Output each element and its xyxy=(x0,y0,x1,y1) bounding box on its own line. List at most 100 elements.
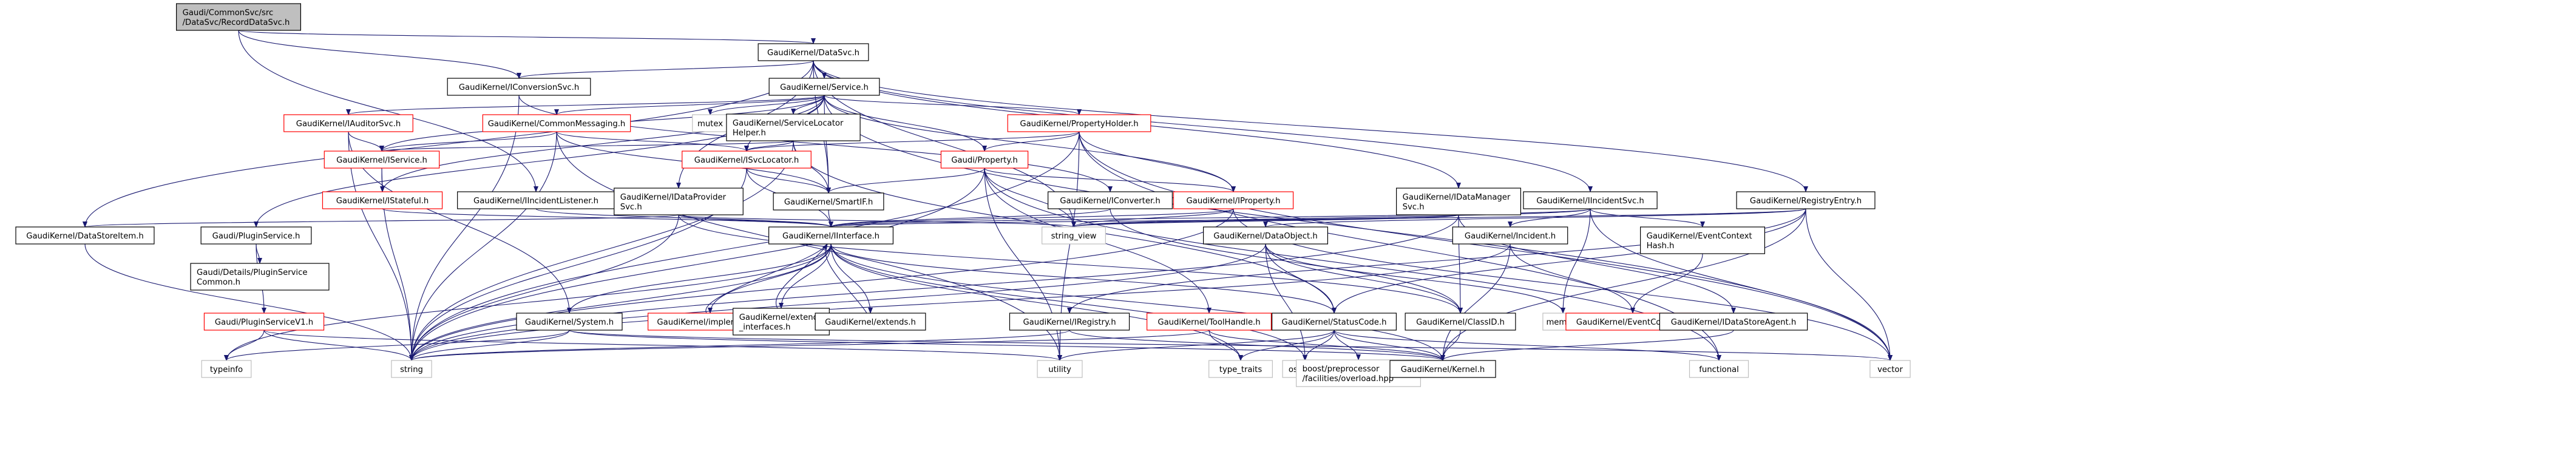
node-label-boostpp: /facilities/overload.hpp xyxy=(1303,374,1394,384)
node-toolhandle[interactable]: GaudiKernel/ToolHandle.h xyxy=(1146,313,1272,331)
edge-root-to-datasvc xyxy=(238,30,816,44)
node-label-dataobject: GaudiKernel/DataObject.h xyxy=(1213,232,1318,241)
edge-pluginservicev1-to-utility xyxy=(263,330,1062,361)
node-label-iconversionsvc: GaudiKernel/IConversionSvc.h xyxy=(459,83,579,92)
edge-statuscode-to-type_traits xyxy=(1238,330,1335,361)
node-label-registryentry: GaudiKernel/RegistryEntry.h xyxy=(1750,197,1862,206)
node-iproperty[interactable]: GaudiKernel/IProperty.h xyxy=(1173,191,1294,209)
node-datasvc[interactable]: GaudiKernel/DataSvc.h xyxy=(758,43,869,61)
node-label-iauditorsvc: GaudiKernel/IAuditorSvc.h xyxy=(296,120,401,129)
node-istateful[interactable]: GaudiKernel/IStateful.h xyxy=(322,191,443,209)
edge-statuscode-to-functional xyxy=(1334,330,1721,361)
edge-root-to-iconversionsvc xyxy=(238,30,521,79)
edge-extends-to-iinterface xyxy=(822,243,867,314)
edge-gaudiproperty-to-string xyxy=(409,167,985,361)
node-service[interactable]: GaudiKernel/Service.h xyxy=(768,78,880,96)
node-box-detailspluginservicecommon xyxy=(190,263,330,291)
node-root[interactable]: Gaudi/CommonSvc/src/DataSvc/RecordDataSv… xyxy=(176,3,302,31)
node-label-pluginservice: Gaudi/PluginService.h xyxy=(212,232,300,241)
edge-propertyholder-to-isvclocator xyxy=(744,131,1080,152)
edge-iinterface-to-type_traits xyxy=(830,243,1243,361)
node-pluginservicev1[interactable]: Gaudi/PluginServiceV1.h xyxy=(203,313,325,331)
node-isvclocator[interactable]: GaudiKernel/ISvcLocator.h xyxy=(682,151,812,169)
node-functional[interactable]: functional xyxy=(1689,360,1749,378)
node-dataobject[interactable]: GaudiKernel/DataObject.h xyxy=(1202,226,1328,245)
node-box-pluginservicev1 xyxy=(203,313,325,331)
edge-idatamanagersvc-to-iinterface xyxy=(829,214,1459,228)
node-incident[interactable]: GaudiKernel/Incident.h xyxy=(1452,226,1568,245)
edge-iincidentsvc-to-vector xyxy=(1590,208,1893,361)
edge-classid-to-kernel xyxy=(1440,330,1461,361)
node-icommonmessaging[interactable]: GaudiKernel/CommonMessaging.h xyxy=(482,114,631,132)
node-mutex[interactable]: mutex xyxy=(692,114,728,132)
node-label-functional: functional xyxy=(1699,365,1739,374)
edge-iproperty-to-string_view xyxy=(1071,208,1234,228)
node-iauditorsvc[interactable]: GaudiKernel/IAuditorSvc.h xyxy=(283,114,413,132)
node-propertyholder[interactable]: GaudiKernel/PropertyHolder.h xyxy=(1007,114,1151,132)
node-type_traits[interactable]: type_traits xyxy=(1208,360,1273,378)
node-pluginservice[interactable]: Gaudi/PluginService.h xyxy=(200,226,312,245)
edge-datastoreitem-to-string xyxy=(84,243,414,361)
edge-service-to-iproperty xyxy=(824,95,1236,192)
node-utility[interactable]: utility xyxy=(1037,360,1083,378)
node-box-string_view xyxy=(1042,226,1106,245)
node-box-iincidentlistener xyxy=(457,191,615,209)
edge-service-to-icommonmessaging xyxy=(554,95,825,115)
edge-dataobject-to-statuscode xyxy=(1265,243,1337,314)
node-iservice[interactable]: GaudiKernel/IService.h xyxy=(324,151,440,169)
edge-idataprovidersvc-to-string xyxy=(409,214,679,361)
edge-icommonmessaging-to-isvclocator xyxy=(556,131,749,152)
edge-datasvc-to-iincidentsvc xyxy=(813,60,1593,192)
node-iincidentsvc[interactable]: GaudiKernel/IIncidentSvc.h xyxy=(1523,191,1658,209)
node-iinterface[interactable]: GaudiKernel/IInterface.h xyxy=(768,226,893,245)
node-label-iregistry: GaudiKernel/IRegistry.h xyxy=(1023,318,1116,327)
edge-propertyholder-to-iproperty xyxy=(1079,131,1236,192)
node-label-pluginservicev1: Gaudi/PluginServiceV1.h xyxy=(215,318,313,327)
node-iregistry[interactable]: GaudiKernel/IRegistry.h xyxy=(1009,313,1130,331)
node-extend_interfaces[interactable]: GaudiKernel/extend_interfaces.h xyxy=(733,308,830,336)
node-string[interactable]: string xyxy=(391,360,432,378)
node-label-propertyholder: GaudiKernel/PropertyHolder.h xyxy=(1020,120,1138,129)
node-box-smartif xyxy=(773,192,884,211)
node-statuscode[interactable]: GaudiKernel/StatusCode.h xyxy=(1272,313,1397,331)
edge-iconverter-to-iinterface xyxy=(829,208,1111,228)
node-classid[interactable]: GaudiKernel/ClassID.h xyxy=(1405,313,1516,331)
node-typeinfo[interactable]: typeinfo xyxy=(201,360,252,378)
node-smartif[interactable]: GaudiKernel/SmartIF.h xyxy=(773,192,884,211)
node-box-dataobject xyxy=(1202,226,1328,245)
node-box-iservice xyxy=(324,151,440,169)
edge-iinterface-to-system xyxy=(567,243,832,314)
edge-iinterface-to-typeinfo xyxy=(224,243,832,361)
node-box-classid xyxy=(1405,313,1516,331)
edge-iproperty-to-iinterface xyxy=(829,208,1234,228)
node-box-registryentry xyxy=(1736,191,1876,209)
node-idatastoreagent[interactable]: GaudiKernel/IDataStoreAgent.h xyxy=(1659,313,1808,331)
node-datastoreitem[interactable]: GaudiKernel/DataStoreItem.h xyxy=(15,226,155,245)
node-iconversionsvc[interactable]: GaudiKernel/IConversionSvc.h xyxy=(447,78,591,96)
node-box-iauditorsvc xyxy=(283,114,413,132)
node-box-servicelocatorhelper xyxy=(726,113,861,141)
node-iconverter[interactable]: GaudiKernel/IConverter.h xyxy=(1047,191,1173,209)
edge-dataobject-to-memory xyxy=(1265,243,1565,314)
node-label-mutex: mutex xyxy=(697,120,723,129)
node-label-iincidentlistener: GaudiKernel/IIncidentListener.h xyxy=(473,197,598,206)
node-kernel[interactable]: GaudiKernel/Kernel.h xyxy=(1389,360,1496,378)
node-registryentry[interactable]: GaudiKernel/RegistryEntry.h xyxy=(1736,191,1876,209)
edge-registryentry-to-kernel xyxy=(1440,208,1806,361)
node-extends[interactable]: GaudiKernel/extends.h xyxy=(815,313,926,331)
node-iincidentlistener[interactable]: GaudiKernel/IIncidentListener.h xyxy=(457,191,615,209)
edge-datasvc-to-registryentry xyxy=(813,60,1808,192)
node-system[interactable]: GaudiKernel/System.h xyxy=(516,313,623,331)
node-vector[interactable]: vector xyxy=(1869,360,1911,378)
node-box-idataprovidersvc xyxy=(614,188,744,215)
edge-iregistry-to-string xyxy=(409,330,1070,361)
edge-pluginservicev1-to-string xyxy=(263,330,414,361)
edge-idataprovidersvc-to-string_view xyxy=(678,214,1076,228)
node-string_view[interactable]: string_view xyxy=(1042,226,1106,245)
node-gaudiproperty[interactable]: Gaudi/Property.h xyxy=(940,151,1029,169)
